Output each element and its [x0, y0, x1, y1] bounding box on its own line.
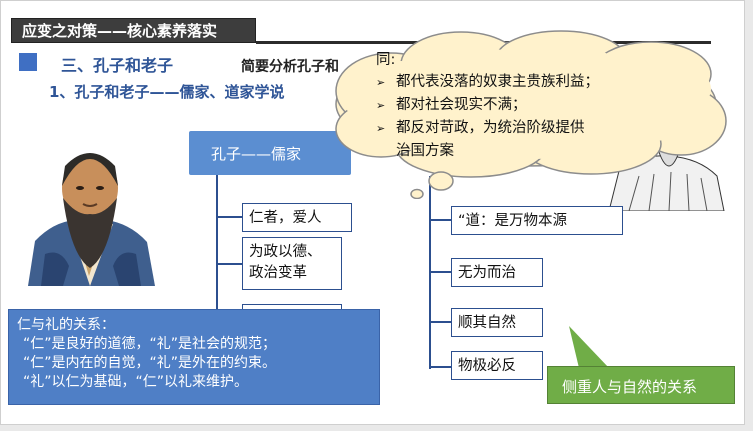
laozi-branch-2	[429, 271, 451, 273]
arrow-bullet-icon: ➢	[376, 118, 390, 140]
slide: 应变之对策——核心素养落实 三、孔子和老子 1、孔子和老子——儒家、道家学说 简…	[0, 0, 745, 425]
kongzi-governance-line-2: 政治变革	[249, 265, 307, 281]
kongzi-branch-1	[216, 216, 242, 218]
cloud-point-1: ➢ 都代表没落的奴隶主贵族利益；	[376, 71, 676, 94]
kongzi-item-benevolence: 仁者，爱人	[242, 203, 352, 232]
kongzi-spine-line	[216, 175, 218, 310]
relation-heading: 仁与礼的关系：	[17, 316, 371, 335]
kongzi-item-governance: 为政以德、 政治变革	[242, 237, 342, 290]
cloud-heading: 同:	[376, 49, 676, 71]
cloud-commonality-text: 同: ➢ 都代表没落的奴隶主贵族利益； ➢ 都对社会现实不满； ➢ 都反对苛政，为统治…	[376, 49, 676, 162]
kongzi-branch-2	[216, 263, 242, 265]
cloud-point-3-text: 都反对苛政，为统治阶级提供	[396, 120, 585, 136]
kongzi-governance-line-1: 为政以德、	[249, 244, 322, 260]
cloud-point-1-text: 都代表没落的奴隶主贵族利益；	[396, 74, 599, 90]
section-bullet-square	[19, 53, 37, 71]
laozi-branch-4	[429, 366, 451, 368]
confucius-portrait-image	[23, 136, 158, 286]
green-callout-pointer	[561, 326, 621, 368]
laozi-branch-1	[429, 219, 451, 221]
nature-relation-callout: 侧重人与自然的关系	[547, 366, 735, 404]
relation-line-3: “礼”以仁为基础，“仁”以礼来维护。	[17, 373, 371, 392]
relation-line-2: “仁”是内在的自觉，“礼”是外在的约束。	[17, 354, 371, 373]
laozi-item-ziran: 顺其自然	[451, 308, 543, 337]
cloud-point-2-text: 都对社会现实不满；	[396, 97, 527, 113]
laozi-branch-3	[429, 321, 451, 323]
cloud-point-3: ➢ 都反对苛政，为统治阶级提供	[376, 117, 676, 140]
laozi-item-wuji: 物极必反	[451, 351, 543, 380]
header-title: 应变之对策——核心素养落实	[11, 18, 256, 43]
laozi-item-dao: “道：是万物本源	[451, 206, 623, 235]
arrow-bullet-icon: ➢	[376, 72, 390, 94]
section-subtitle: 1、孔子和老子——儒家、道家学说	[49, 81, 354, 102]
arrow-bullet-icon: ➢	[376, 95, 390, 117]
cloud-point-2: ➢ 都对社会现实不满；	[376, 94, 676, 117]
laozi-item-wuwei: 无为而治	[451, 258, 543, 287]
section-title: 三、孔子和老子	[61, 52, 173, 76]
relation-line-1: “仁”是良好的道德，“礼”是社会的规范；	[17, 335, 371, 354]
cloud-point-3-continuation: 治国方案	[376, 140, 676, 162]
ren-li-relation-box: 仁与礼的关系： “仁”是良好的道德，“礼”是社会的规范； “仁”是内在的自觉，“…	[8, 309, 380, 405]
